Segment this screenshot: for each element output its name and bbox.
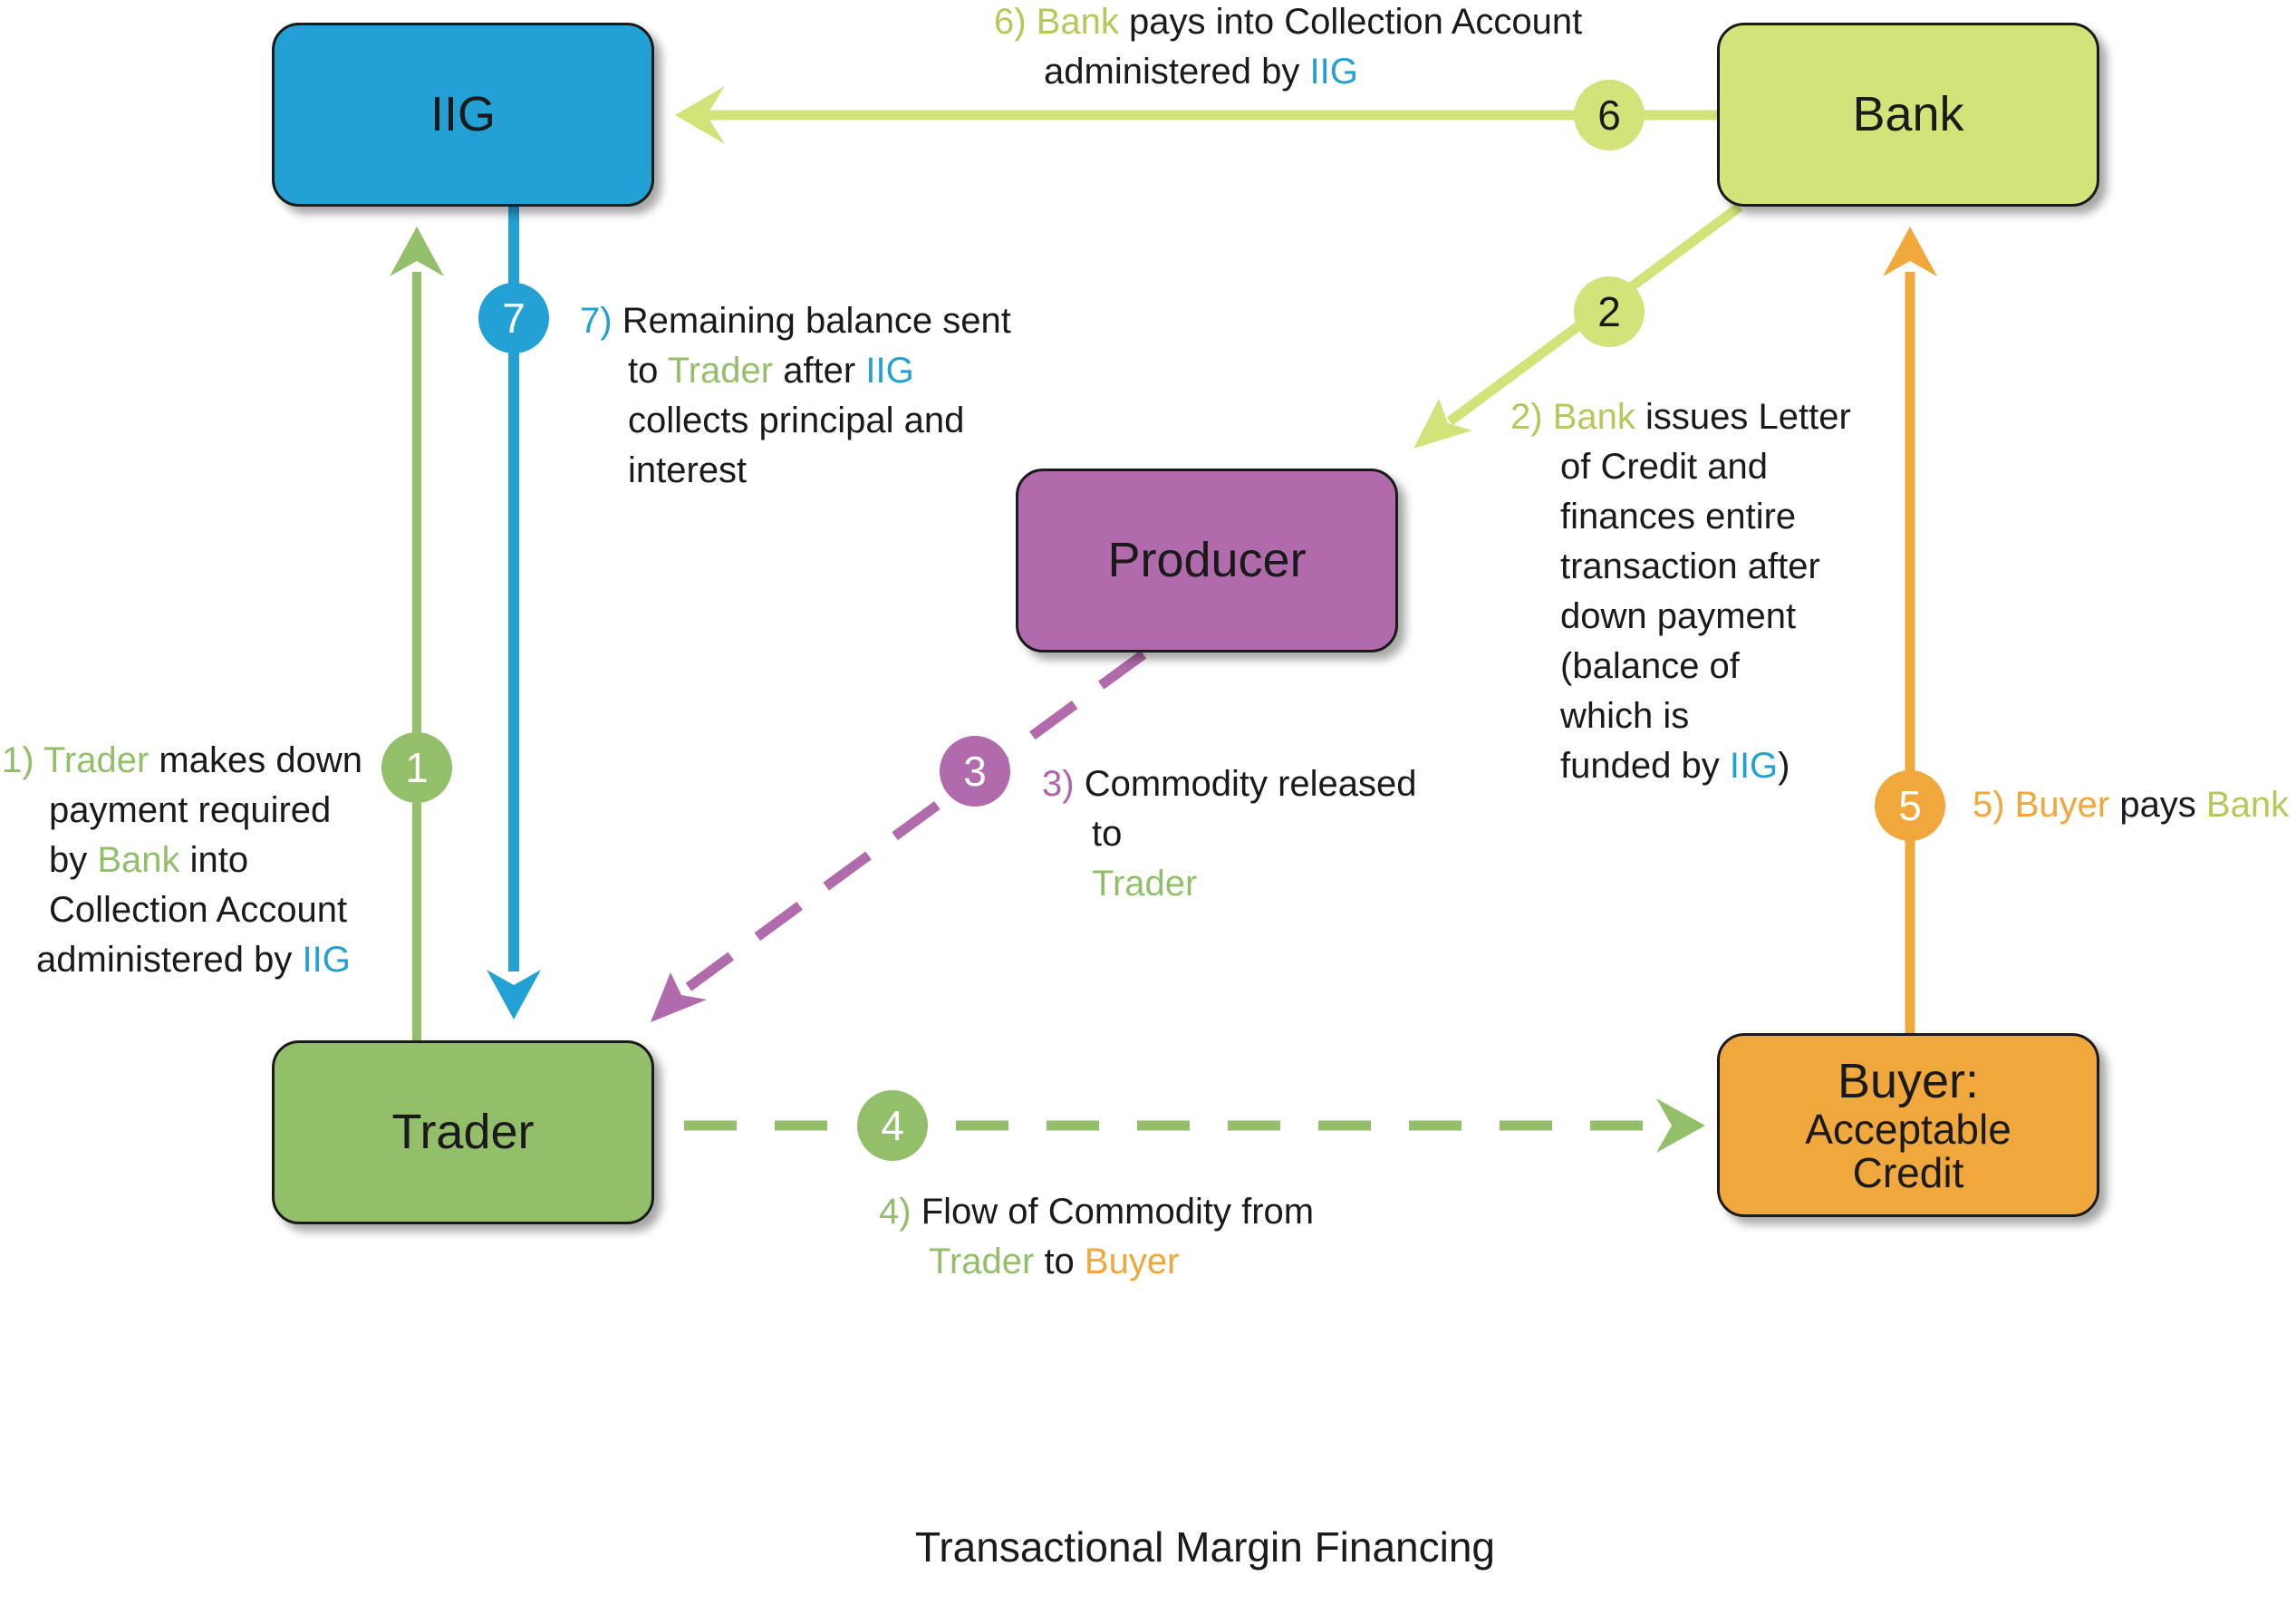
step-3-label: 3) Commodity released to Trader — [1042, 764, 1417, 904]
step-3-number: 3 — [963, 748, 987, 795]
step-7-label: 7) Remaining balance sent to Trader afte… — [580, 301, 1011, 490]
arrow-5-head — [1883, 227, 1937, 276]
step-1-number: 1 — [405, 744, 429, 791]
node-buyer: Buyer: Acceptable Credit — [1717, 1033, 2099, 1217]
step-1-label: 1) Trader makes down payment required by… — [2, 740, 362, 980]
step-5-number: 5 — [1898, 782, 1922, 829]
step-2-number: 2 — [1597, 288, 1621, 335]
node-bank: Bank — [1717, 23, 2099, 207]
arrow-3-head — [651, 972, 707, 1022]
step-7-number: 7 — [502, 295, 526, 342]
step-4-badge: 4 — [857, 1090, 928, 1161]
node-trader: Trader — [272, 1040, 654, 1224]
step-2-label: 2) Bank issues Letter of Credit and fina… — [1510, 397, 1851, 786]
node-iig: IIG — [272, 23, 654, 207]
arrow-1-head — [390, 227, 444, 276]
step-5-label: 5) Buyer pays Bank — [1973, 785, 2290, 825]
step-6-number: 6 — [1597, 92, 1621, 139]
node-trader-label: Trader — [391, 1105, 535, 1160]
step-3-badge: 3 — [940, 736, 1010, 807]
step-6-badge: 6 — [1574, 80, 1645, 150]
node-bank-label: Bank — [1852, 87, 1964, 142]
arrow-6-head — [675, 86, 725, 144]
step-6-label: 6) Bank pays into Collection Account adm… — [994, 2, 1583, 92]
arrow-2-head — [1413, 399, 1472, 449]
node-producer-label: Producer — [1107, 533, 1307, 588]
node-buyer-label: Buyer: — [1837, 1053, 1980, 1108]
step-2-badge: 2 — [1574, 276, 1645, 347]
arrow-7-head — [487, 970, 541, 1020]
node-buyer-sub1: Acceptable — [1805, 1105, 2011, 1153]
diagram-title: Transactional Margin Financing — [914, 1523, 1496, 1571]
node-buyer-sub2: Credit — [1852, 1148, 1964, 1196]
node-producer: Producer — [1016, 469, 1398, 652]
arrow-4-head — [1656, 1098, 1705, 1153]
arrow-3-producer-to-trader — [674, 650, 1147, 1000]
step-5-badge: 5 — [1875, 770, 1945, 841]
step-4-number: 4 — [881, 1102, 904, 1149]
step-4-label: 4) Flow of Commodity from Trader to Buye… — [879, 1192, 1315, 1281]
step-7-badge: 7 — [478, 283, 549, 353]
node-iig-label: IIG — [429, 87, 496, 142]
step-1-badge: 1 — [381, 732, 452, 803]
